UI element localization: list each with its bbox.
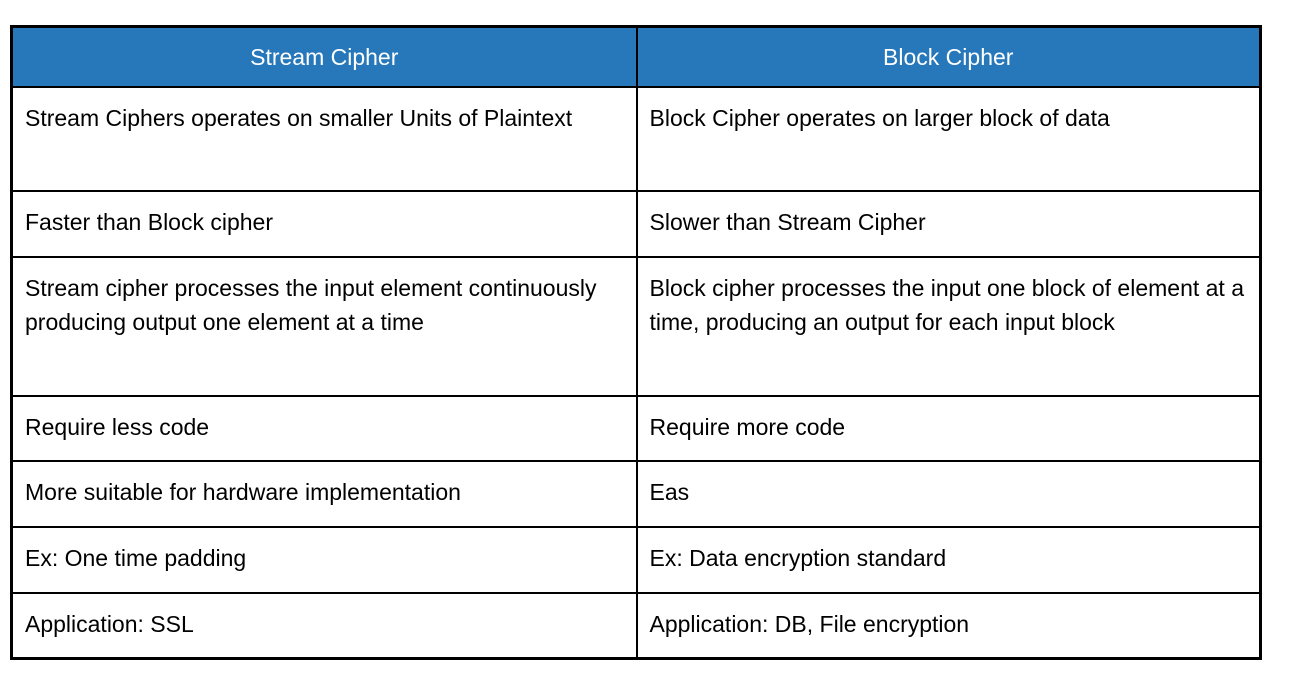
table-row: Stream cipher processes the input elemen… [10,256,1262,397]
table-cell-block: Slower than Stream Cipher [635,190,1262,258]
table-cell-block: Block Cipher operates on larger block of… [635,86,1262,192]
table-row: Require less code Require more code [10,395,1262,462]
header-row: Stream Cipher Block Cipher [10,25,1262,88]
table-row: Stream Ciphers operates on smaller Units… [10,86,1262,192]
table-row: Application: SSL Application: DB, File e… [10,592,1262,659]
table-cell-stream: More suitable for hardware implementatio… [10,460,638,528]
table-row: Faster than Block cipher Slower than Str… [10,190,1262,258]
column-header-block-cipher: Block Cipher [635,25,1262,88]
table-cell-stream: Ex: One time padding [10,526,638,594]
table-cell-block: Block cipher processes the input one blo… [635,256,1262,397]
table-row: More suitable for hardware implementatio… [10,460,1262,528]
table-row: Ex: One time padding Ex: Data encryption… [10,526,1262,594]
table-cell-stream: Application: SSL [10,592,638,659]
table-cell-block: Ex: Data encryption standard [635,526,1262,594]
table-cell-block: Application: DB, File encryption [635,592,1262,659]
table-cell-stream: Stream cipher processes the input elemen… [10,256,638,397]
cipher-comparison-table-container: Stream Cipher Block Cipher Stream Cipher… [10,25,1262,660]
table-cell-stream: Faster than Block cipher [10,190,638,258]
table-cell-block: Eas [635,460,1262,528]
table-cell-block: Require more code [635,395,1262,462]
table-cell-stream: Require less code [10,395,638,462]
cipher-comparison-table: Stream Cipher Block Cipher Stream Cipher… [10,25,1262,660]
table-cell-stream: Stream Ciphers operates on smaller Units… [10,86,638,192]
column-header-stream-cipher: Stream Cipher [10,25,638,88]
